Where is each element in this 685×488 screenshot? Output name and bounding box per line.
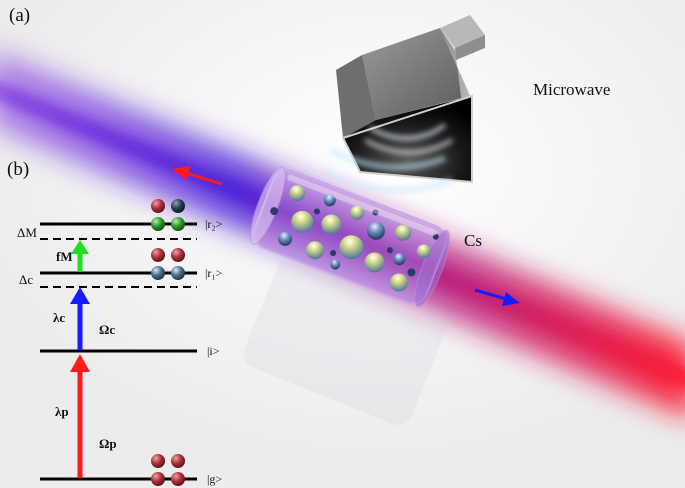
level-g-label: |g> <box>207 472 223 486</box>
level-r1-label: |r₁> <box>205 266 223 280</box>
delta-c-label: Δc <box>19 272 34 287</box>
probe-direction-arrow <box>172 166 223 186</box>
coupling-direction-arrow <box>474 288 520 306</box>
level-i-label: |i> <box>207 344 220 358</box>
lambda-p-label: λp <box>55 404 69 419</box>
vapor-cell-icon <box>249 166 451 308</box>
microwave-waves <box>320 147 453 193</box>
panel-label-a: (a) <box>9 5 31 26</box>
panel-label-b: (b) <box>7 159 30 180</box>
cesium-label: Cs <box>464 231 482 250</box>
level-r2-label: |r₂> <box>205 217 223 231</box>
atom-sphere-icon <box>151 199 185 486</box>
delta-m-label: ΔM <box>17 225 37 240</box>
energy-level-diagram <box>40 199 197 486</box>
f-m-label: fM <box>56 249 73 264</box>
microwave-label: Microwave <box>533 80 611 99</box>
probe-transition-arrow <box>70 354 90 478</box>
coupling-transition-arrow <box>70 287 90 350</box>
microwave-transition-arrow <box>71 240 89 272</box>
omega-p-label: Ωp <box>99 436 117 451</box>
omega-c-label: Ωc <box>99 322 116 337</box>
lambda-c-label: λc <box>53 310 66 325</box>
